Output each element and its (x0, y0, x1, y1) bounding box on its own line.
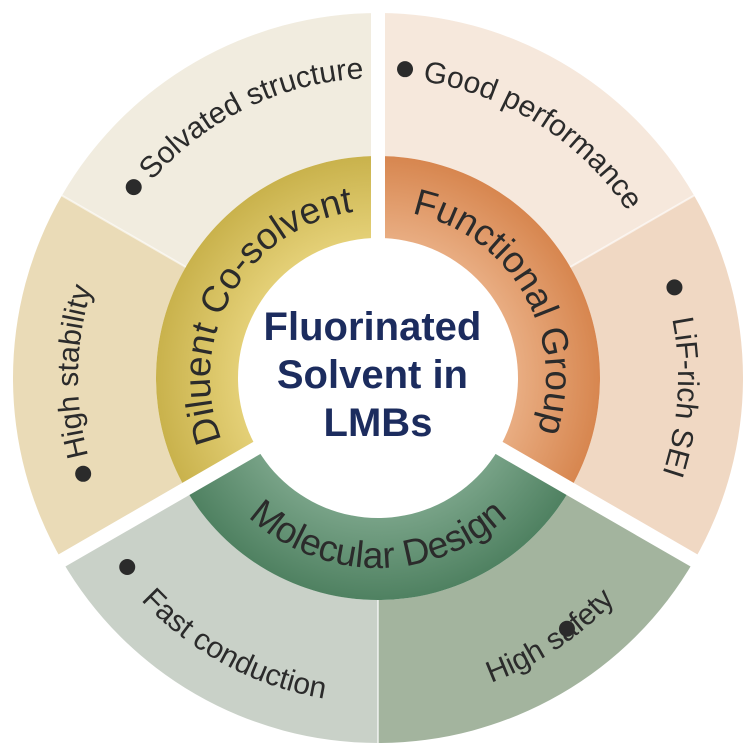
sector-molecular-design (61, 447, 695, 743)
sector-functional-group (378, 12, 744, 561)
outer-segment-fast-conduction (61, 489, 379, 743)
bullet-dot-icon (558, 620, 575, 637)
bullet-dot-icon (125, 179, 142, 196)
outer-segment-solvated-structure (61, 13, 379, 267)
bullet-dots (75, 61, 683, 637)
center-title: Fluorinated Solvent in LMBs (264, 305, 493, 445)
outer-segment-good-performance (570, 195, 744, 561)
bullet-dot-icon (119, 558, 136, 575)
sector-diluent-co-solvent (12, 13, 379, 561)
middle-ring-functional-group (378, 156, 601, 489)
bullet-dot-icon (397, 61, 414, 78)
sector-dividers (53, 7, 703, 746)
outer-segment-high-stability (12, 195, 186, 561)
center-title-line-2: Solvent in (277, 353, 468, 397)
center-title-line-1: Fluorinated (264, 305, 482, 349)
outer-segment-lif-rich-sei (378, 12, 695, 267)
center-circle (238, 238, 518, 518)
bullet-dot-icon (666, 279, 683, 296)
bullet-dot-icon (75, 465, 92, 482)
middle-ring-molecular-design (185, 447, 571, 601)
outer-segment-high-safety (378, 489, 695, 743)
middle-ring-diluent-co-solvent (155, 156, 378, 489)
center-title-line-3: LMBs (324, 401, 433, 445)
